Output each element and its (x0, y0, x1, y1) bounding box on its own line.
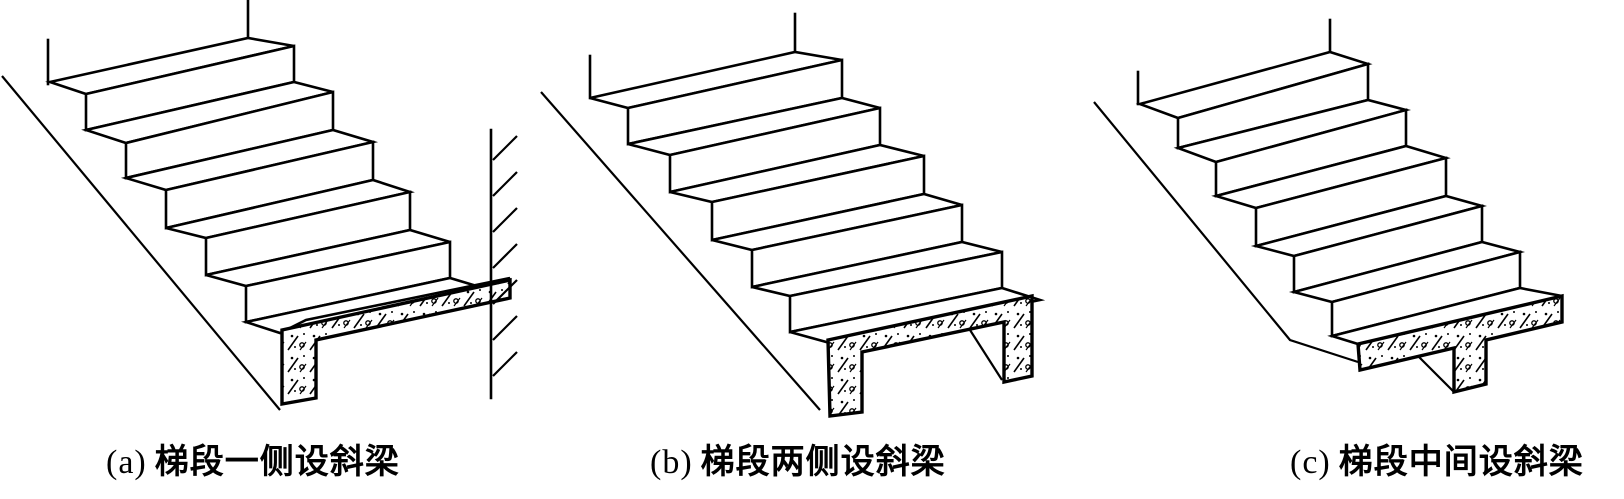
caption-c-text: 梯段中间设斜梁 (1338, 442, 1584, 482)
soffit-line (1, 75, 281, 411)
stair-steps (1135, 50, 1563, 346)
concrete-beam-section (1356, 293, 1564, 395)
wall-hatch (492, 135, 518, 377)
concrete-beam-section (826, 293, 1034, 418)
right-beam-edge (969, 329, 1003, 381)
stair-steps (589, 50, 1046, 345)
caption-c-tag: (c) (1290, 444, 1331, 481)
stair-steps (45, 36, 511, 335)
soffit-line (1093, 101, 1359, 364)
caption-b-text: 梯段两侧设斜梁 (700, 442, 946, 482)
caption-a-tag: (a) (106, 444, 147, 481)
concrete-beam-section (280, 277, 512, 407)
caption-b: (b)梯段两侧设斜梁 (650, 440, 946, 485)
caption-a: (a)梯段一侧设斜梁 (106, 440, 400, 485)
soffit-line (540, 91, 821, 411)
caption-c: (c)梯段中间设斜梁 (1290, 440, 1584, 485)
panel-c-drawing (1093, 18, 1564, 395)
caption-b-tag: (b) (650, 444, 693, 481)
middle-beam-edge (1417, 355, 1455, 393)
panel-b-drawing (540, 12, 1046, 418)
panel-a-drawing (1, 0, 518, 411)
caption-a-text: 梯段一侧设斜梁 (154, 442, 400, 482)
